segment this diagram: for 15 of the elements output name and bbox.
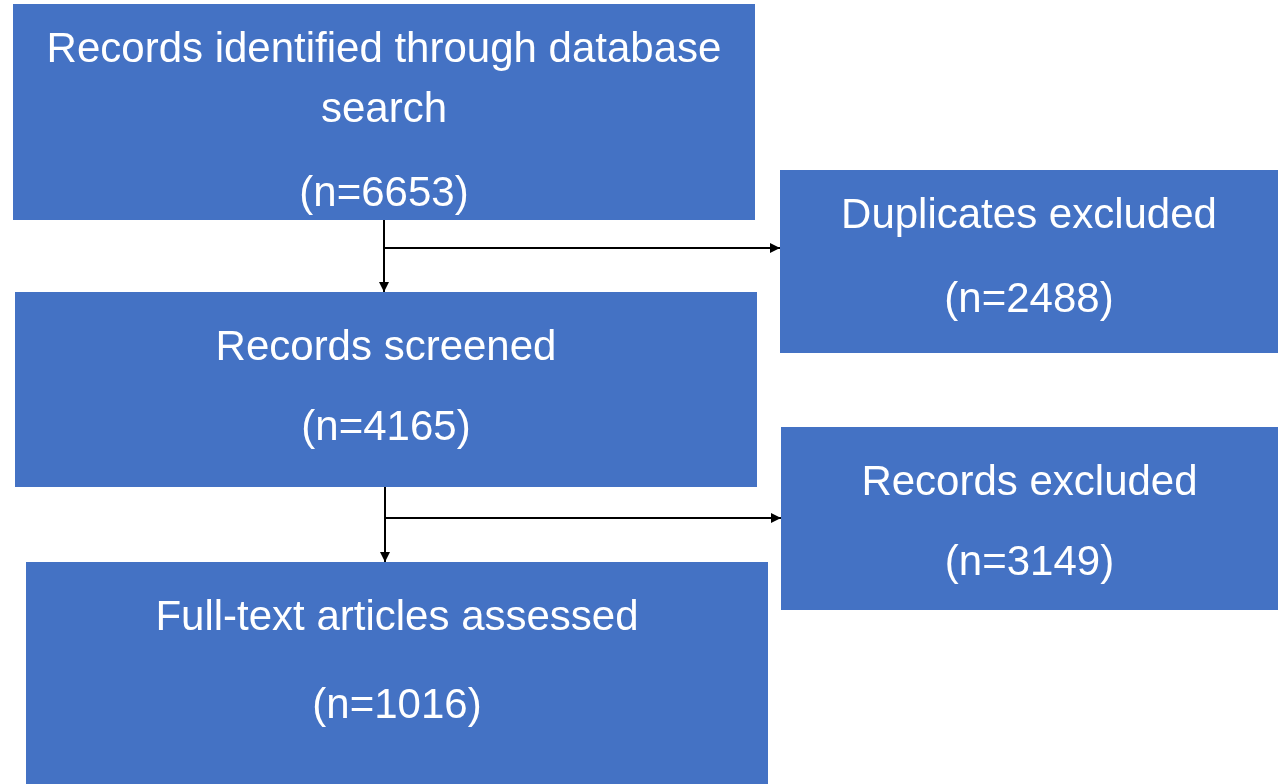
process-box	[26, 562, 768, 784]
process-box	[781, 427, 1278, 610]
count-text: (n=1016)	[312, 679, 482, 729]
box-heading: Full-text articles assessed	[155, 591, 639, 641]
box-heading: Records excluded	[861, 456, 1198, 506]
process-box	[780, 170, 1278, 353]
box-heading: Duplicates excluded	[841, 189, 1217, 239]
count-text: (n=6653)	[299, 167, 469, 217]
count-text: (n=2488)	[944, 273, 1114, 323]
count-text: (n=3149)	[944, 536, 1115, 586]
process-box	[15, 292, 757, 487]
process-box	[13, 4, 755, 220]
count-text: (n=4165)	[301, 401, 471, 451]
box-heading: Records identified through database search	[45, 23, 723, 133]
box-heading: Records screened	[215, 321, 557, 371]
